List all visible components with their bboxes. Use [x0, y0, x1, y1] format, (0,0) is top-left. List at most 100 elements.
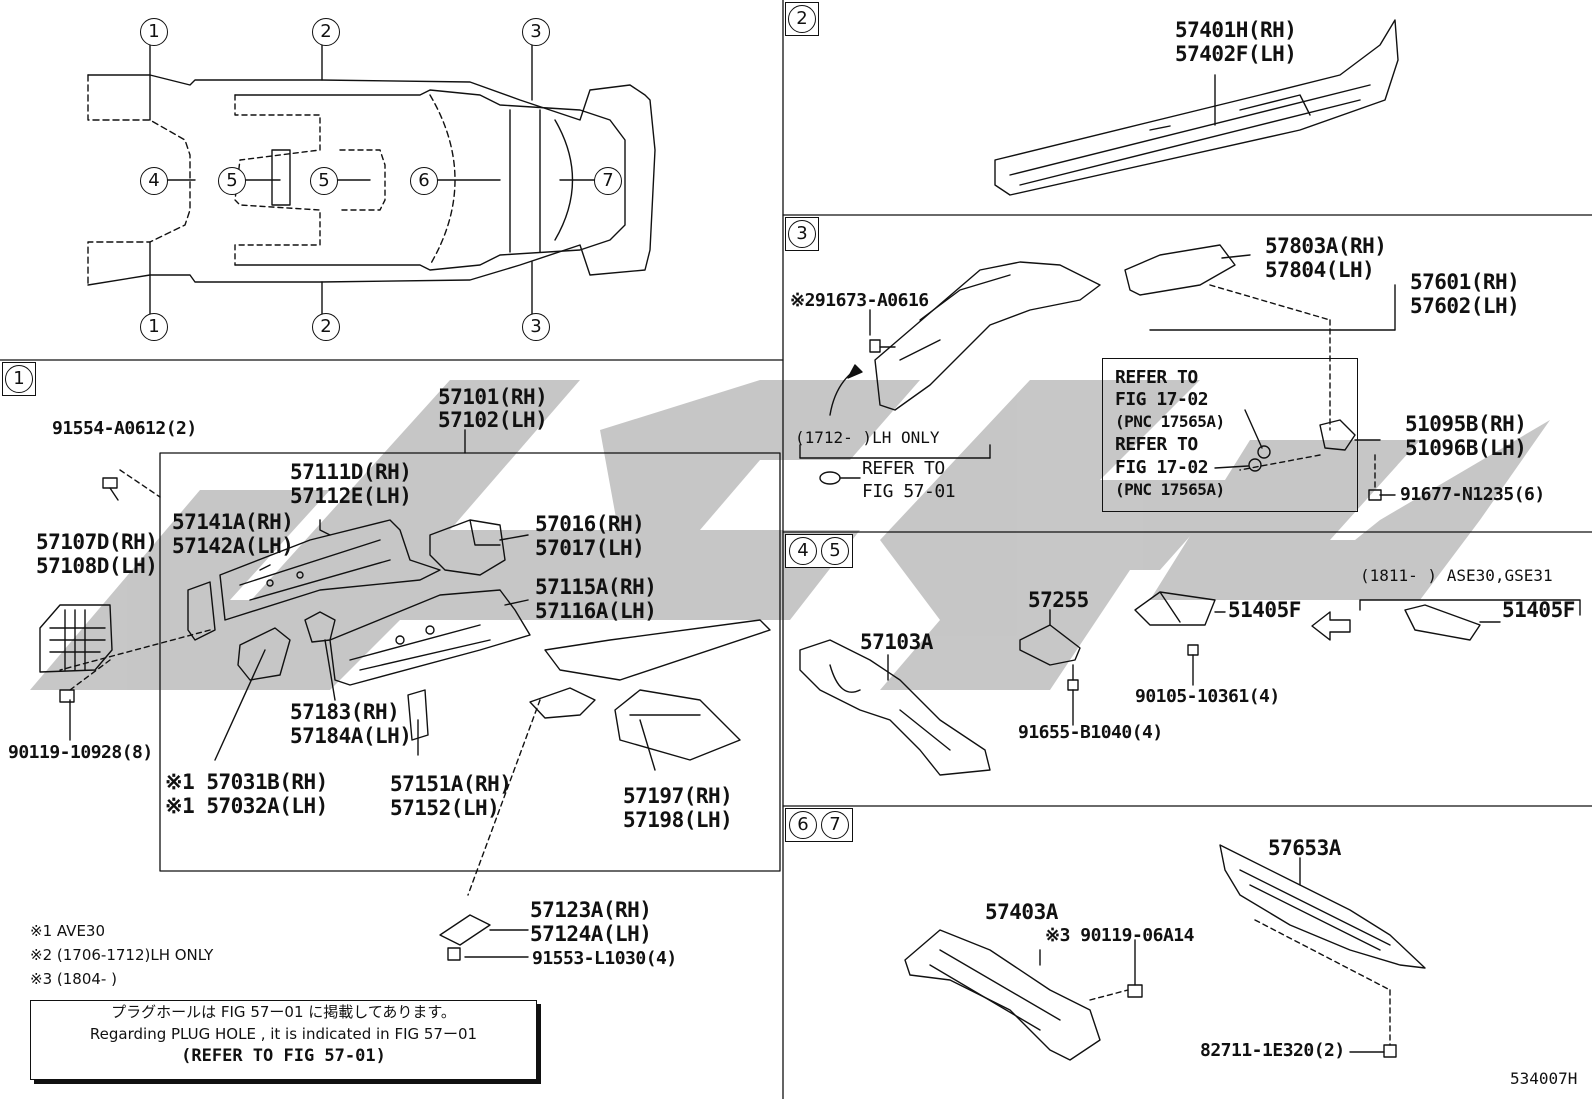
note-2: ※2 (1706-1712)LH ONLY — [30, 946, 214, 964]
section-1-number: 1 — [2, 362, 36, 396]
label-57151: 57151A(RH) — [390, 772, 512, 796]
label-57402: 57402F(LH) — [1175, 42, 1297, 66]
label-57112: 57112E(LH) — [290, 484, 412, 508]
plug-hole-notice: プラグホールは FIG 57ー01 に掲載してあります。 Regarding P… — [30, 1000, 537, 1080]
callout-7: 7 — [594, 167, 622, 195]
label-57102: 57102(LH) — [438, 408, 548, 432]
label-57198: 57198(LH) — [623, 808, 733, 832]
section-1-circle: 1 — [5, 365, 33, 393]
label-57803: 57803A(RH) — [1265, 234, 1387, 258]
diagram-id: 534007H — [1510, 1069, 1578, 1088]
variant-note: (1811- ) ASE30,GSE31 — [1360, 566, 1553, 585]
plug-hole-ref: (REFER TO FIG 57-01) — [181, 1046, 386, 1066]
label-57123: 57123A(RH) — [530, 898, 652, 922]
refer-plug-1: REFER TO — [862, 458, 945, 479]
part-51405-a — [1134, 591, 1216, 626]
label-90119: 90119-10928(8) — [8, 742, 153, 763]
label-57602: 57602(LH) — [1410, 294, 1520, 318]
plug-hole-en: Regarding PLUG HOLE , it is indicated in… — [89, 1025, 478, 1043]
callout-3-top: 3 — [522, 18, 550, 46]
callout-5a: 5 — [218, 167, 246, 195]
part-57123-lower — [439, 914, 491, 946]
section-3-number: 3 — [785, 217, 819, 251]
callout-1-top: 1 — [140, 18, 168, 46]
part-rail-long — [544, 619, 771, 681]
part-57197 — [614, 689, 741, 761]
part-57115 — [329, 589, 531, 686]
section-6-circle: 6 — [789, 811, 817, 839]
label-57032: ※1 57032A(LH) — [165, 794, 328, 818]
bolt-91554 — [102, 477, 119, 501]
plug-hole-jp: プラグホールは FIG 57ー01 に掲載してあります。 — [111, 1003, 456, 1021]
section-2-circle: 2 — [788, 5, 816, 33]
label-57152: 57152(LH) — [390, 796, 500, 820]
callout-2-bottom: 2 — [312, 313, 340, 341]
part-57151 — [407, 689, 429, 741]
refer-plug-2: FIG 57-01 — [862, 481, 956, 502]
section3-artwork — [799, 244, 1396, 501]
label-57031: ※1 57031B(RH) — [165, 770, 328, 794]
section-7-circle: 7 — [821, 811, 849, 839]
lh-only-note: (1712- )LH ONLY — [795, 428, 940, 447]
section-67-number: 6 7 — [785, 808, 853, 842]
label-57108: 57108D(LH) — [36, 554, 158, 578]
label-57107: 57107D(RH) — [36, 530, 158, 554]
label-57403: 57403A — [985, 900, 1058, 924]
refbox-r2b: FIG 17-02 — [1115, 457, 1209, 478]
part-57403 — [904, 929, 1101, 1061]
part-57141 — [187, 581, 216, 641]
part-57653 — [1219, 844, 1426, 969]
label-57016: 57016(RH) — [535, 512, 645, 536]
note-1: ※1 AVE30 — [30, 922, 106, 940]
label-91554: 91554-A0612(2) — [52, 418, 197, 439]
label-57116: 57116A(LH) — [535, 599, 657, 623]
refbox-r2a: REFER TO — [1115, 434, 1198, 455]
section67-artwork — [904, 844, 1426, 1061]
label-57184: 57184A(LH) — [290, 724, 412, 748]
refbox-r1b: FIG 17-02 — [1115, 389, 1209, 410]
label-57255: 57255 — [1028, 588, 1089, 612]
label-57124: 57124A(LH) — [530, 922, 652, 946]
part-57111 — [219, 519, 441, 621]
label-57804: 57804(LH) — [1265, 258, 1375, 282]
label-291673: ※291673-A0616 — [790, 290, 929, 311]
section1-artwork — [39, 429, 771, 961]
label-57142: 57142A(LH) — [172, 534, 294, 558]
part-51095 — [1319, 419, 1356, 451]
part-57103 — [799, 639, 991, 776]
label-82711: 82711-1E320(2) — [1200, 1040, 1345, 1061]
part-57016 — [429, 519, 506, 576]
label-91655: 91655-B1040(4) — [1018, 722, 1163, 743]
section-2-number: 2 — [785, 2, 819, 36]
label-57601: 57601(RH) — [1410, 270, 1520, 294]
label-57111: 57111D(RH) — [290, 460, 412, 484]
note-3: ※3 (1804- ) — [30, 970, 117, 988]
part-57031 — [237, 627, 291, 681]
label-51095: 51095B(RH) — [1405, 412, 1527, 436]
label-91677: 91677-N1235(6) — [1400, 484, 1545, 505]
label-57183: 57183(RH) — [290, 700, 400, 724]
part-57107 — [39, 604, 113, 673]
label-57101: 57101(RH) — [438, 385, 548, 409]
refbox-r1a: REFER TO — [1115, 367, 1198, 388]
label-51405-a: 51405F — [1228, 598, 1301, 622]
label-57401: 57401H(RH) — [1175, 18, 1297, 42]
label-51405-b: 51405F — [1502, 598, 1575, 622]
part-57183 — [304, 611, 336, 643]
label-57653: 57653A — [1268, 836, 1341, 860]
label-57017: 57017(LH) — [535, 536, 645, 560]
part-51405-b — [1404, 604, 1481, 641]
callout-3-bottom: 3 — [522, 313, 550, 341]
part-57123 — [529, 687, 596, 719]
label-57115: 57115A(RH) — [535, 575, 657, 599]
overview-body-outline — [87, 44, 656, 321]
section-4-circle: 4 — [789, 537, 817, 565]
label-57103: 57103A — [860, 630, 933, 654]
section45-artwork — [799, 591, 1581, 776]
callout-4: 4 — [140, 167, 168, 195]
section-3-circle: 3 — [788, 220, 816, 248]
refer-box: REFER TO FIG 17-02 (PNC 17565A) REFER TO… — [1102, 358, 1358, 512]
label-57141: 57141A(RH) — [172, 510, 294, 534]
